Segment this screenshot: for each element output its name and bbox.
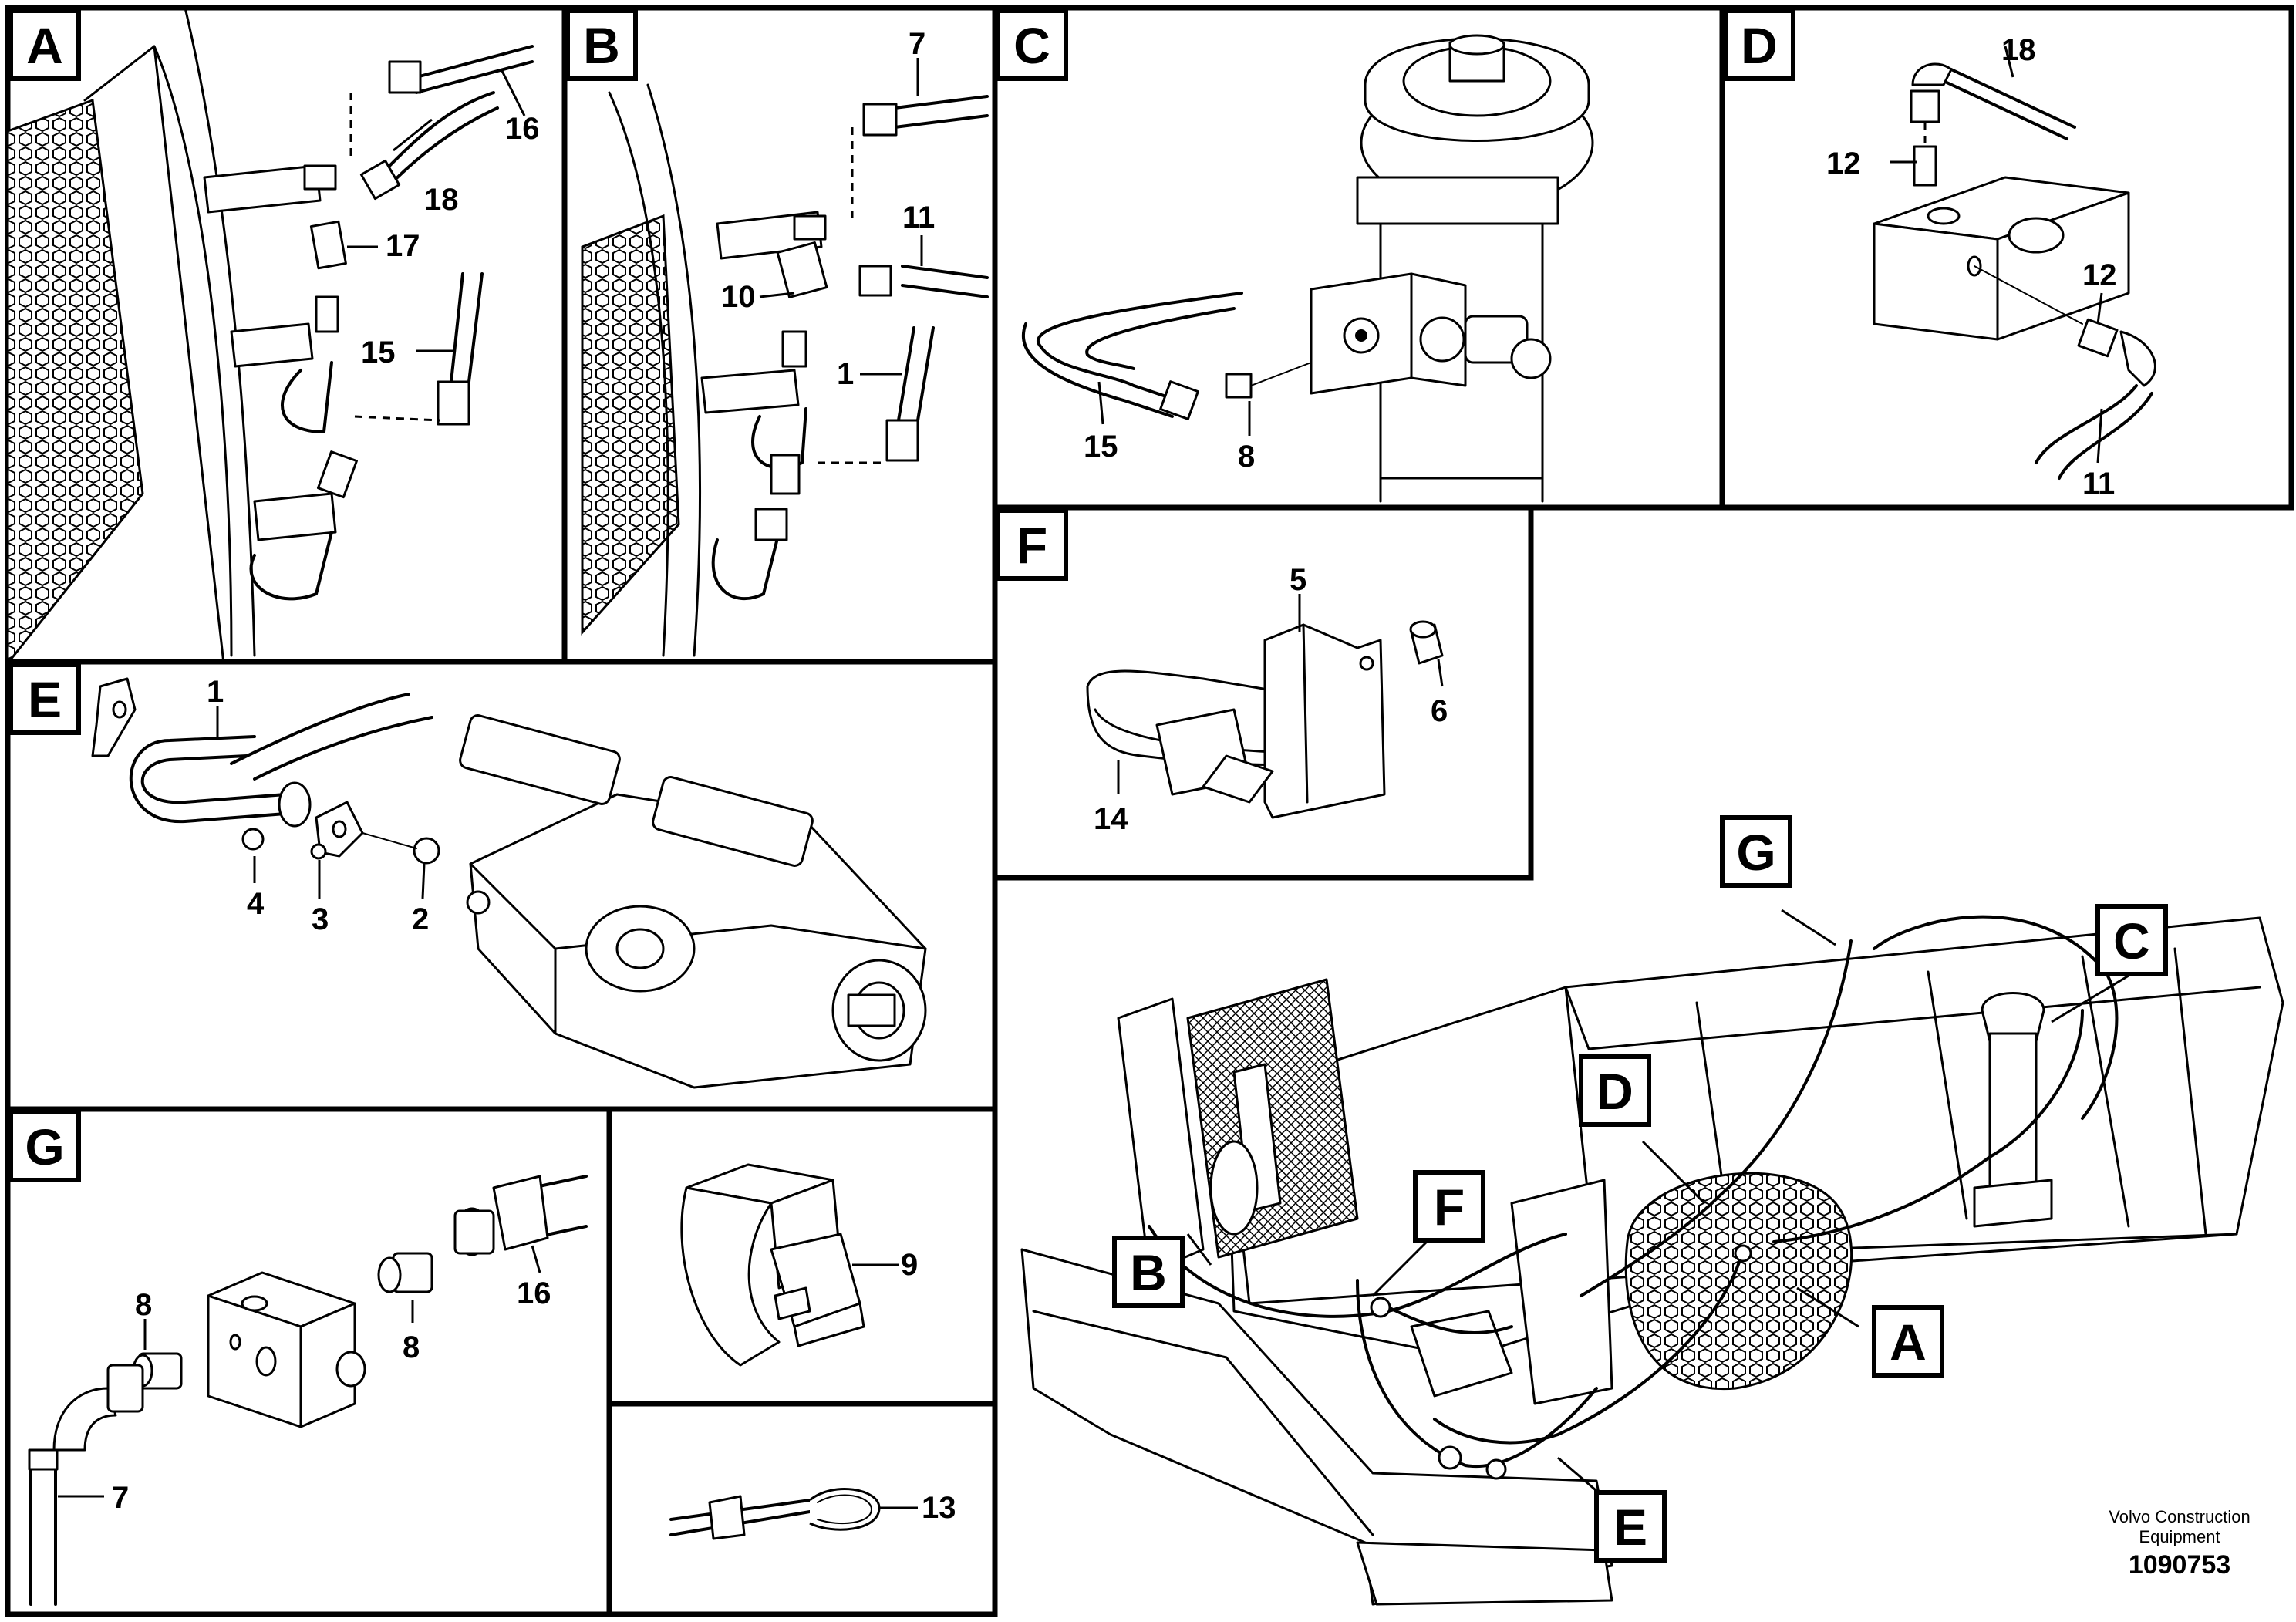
panel-tie: 13 [606, 1401, 998, 1617]
panel-e-label: E [28, 671, 62, 728]
panel-g-callout-7: 7 [112, 1481, 129, 1515]
panel-f-callout-6: 6 [1431, 694, 1448, 728]
brand-line-1: Volvo Construction [2109, 1507, 2250, 1526]
panel-b: 7 11 10 1 B [561, 5, 998, 665]
svg-text:E: E [1613, 1499, 1647, 1556]
overview-tag-g: G [1720, 815, 1792, 888]
overview-machine: G C D F B A E [1020, 815, 2284, 1606]
panel-b-callout-11: 11 [902, 201, 935, 234]
overview-tag-a: A [1872, 1305, 1944, 1378]
panel-c: 15 8 C [992, 5, 1725, 511]
panel-a-callout-17: 17 [386, 229, 420, 263]
svg-text:F: F [1434, 1179, 1465, 1236]
panel-f-callout-14: 14 [1094, 802, 1128, 836]
panel-e: 1 4 3 2 E [5, 659, 998, 1112]
panel-a-label: A [26, 17, 63, 74]
panel-c-callout-8: 8 [1238, 440, 1255, 474]
overview-tag-d: D [1579, 1054, 1651, 1127]
panel-b-callout-1: 1 [837, 357, 854, 391]
svg-text:G: G [1736, 824, 1775, 881]
overview-tag-f: F [1413, 1170, 1485, 1243]
panel-d-callout-12-upper: 12 [1826, 147, 1861, 180]
overview-tag-e: E [1594, 1490, 1667, 1563]
panel-c-callout-15: 15 [1084, 430, 1118, 464]
panel-g: 8 8 16 7 G [5, 1106, 612, 1617]
overview-tag-c: C [2095, 904, 2168, 976]
panel-f: 5 6 14 F [992, 504, 1534, 881]
panel-clip: 9 [606, 1106, 998, 1407]
panel-d-callout-12-lower: 12 [2082, 258, 2117, 292]
panel-a-callout-15: 15 [361, 336, 396, 369]
panel-a: 16 18 17 15 A [5, 5, 568, 667]
overview-tag-b: B [1112, 1236, 1185, 1308]
reference-number: 1090753 [2129, 1550, 2230, 1580]
panel-e-callout-1: 1 [207, 675, 224, 709]
panel-b-label: B [583, 17, 620, 74]
panel-g-callout-8-right: 8 [403, 1330, 420, 1364]
panel-c-label: C [1013, 17, 1050, 74]
panel-b-callout-7: 7 [909, 27, 925, 61]
panel-a-callout-18: 18 [424, 183, 459, 217]
panel-b-callout-10: 10 [721, 280, 756, 314]
panel-d-label: D [1741, 17, 1778, 74]
svg-text:A: A [1890, 1313, 1927, 1371]
panel-d: 18 12 12 11 D [1719, 5, 2294, 511]
panel-d-callout-18: 18 [2001, 33, 2036, 67]
svg-text:D: D [1596, 1063, 1633, 1120]
clip-callout-9: 9 [901, 1248, 918, 1282]
svg-text:B: B [1130, 1244, 1167, 1301]
panel-f-label: F [1017, 517, 1047, 574]
panel-g-callout-16: 16 [517, 1276, 551, 1310]
panel-e-callout-3: 3 [312, 902, 329, 936]
panel-g-callout-8-left: 8 [135, 1288, 152, 1322]
panel-f-callout-5: 5 [1290, 563, 1306, 597]
panel-e-callout-4: 4 [247, 887, 265, 921]
footer-brand: Volvo Construction Equipment 1090753 [2109, 1507, 2250, 1580]
panel-a-callout-16: 16 [505, 112, 540, 146]
panel-e-callout-2: 2 [412, 902, 429, 936]
svg-text:C: C [2113, 912, 2150, 969]
brand-line-2: Equipment [2139, 1527, 2220, 1546]
panel-d-callout-11: 11 [2082, 467, 2115, 501]
panel-g-label: G [25, 1118, 64, 1175]
tie-callout-13: 13 [922, 1491, 956, 1525]
